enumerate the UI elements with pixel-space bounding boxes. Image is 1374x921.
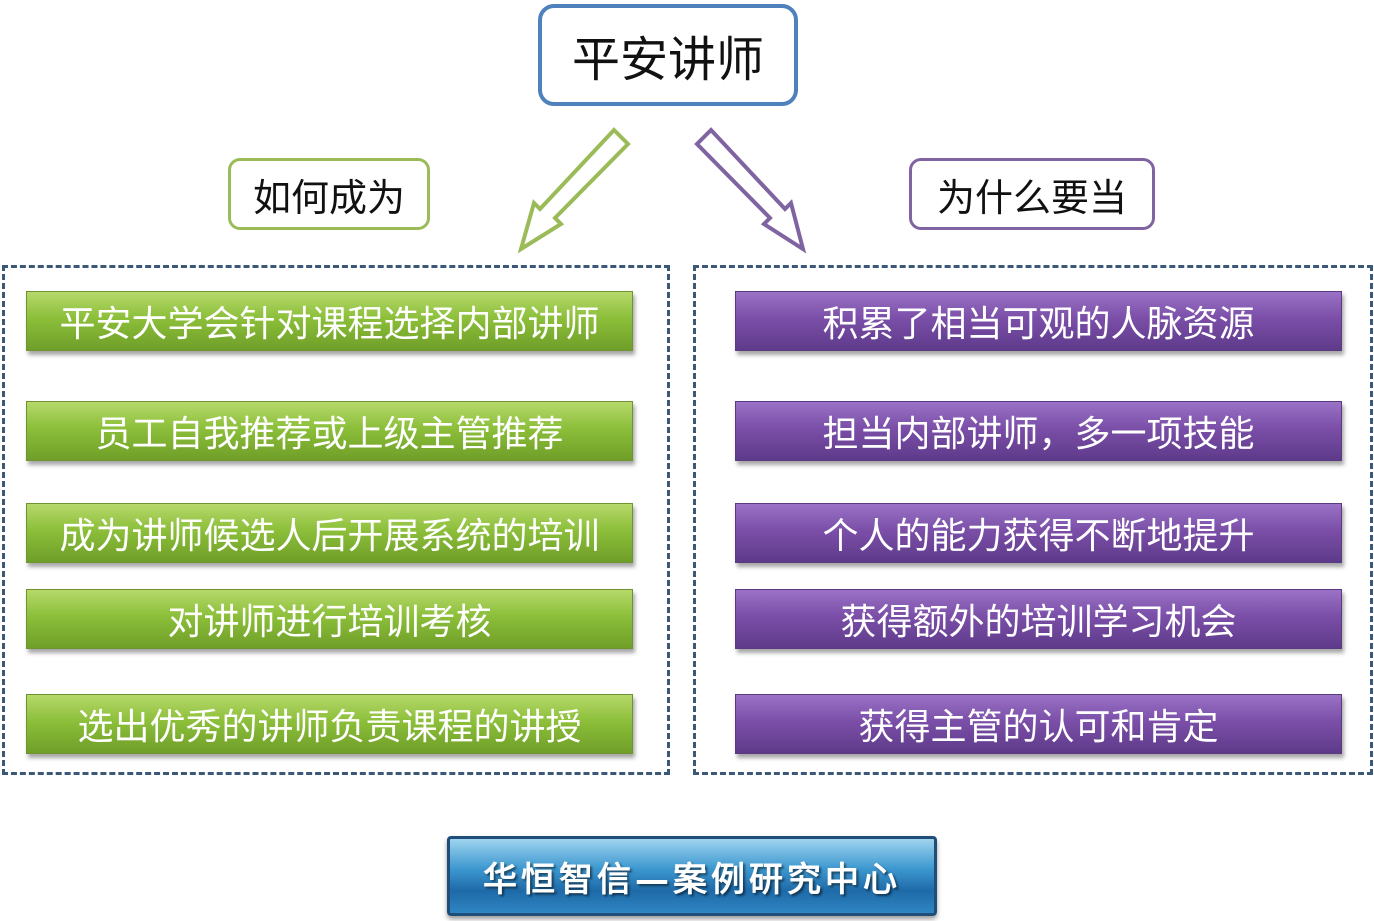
heading-why-become: 为什么要当 — [909, 158, 1155, 230]
left-item-3: 成为讲师候选人后开展系统的培训 — [26, 503, 633, 563]
left-item-2: 员工自我推荐或上级主管推荐 — [26, 401, 633, 461]
panel-why-become — [693, 265, 1373, 775]
left-item-1: 平安大学会针对课程选择内部讲师 — [26, 291, 633, 351]
left-arrow — [517, 127, 631, 254]
right-item-2: 担当内部讲师，多一项技能 — [735, 401, 1342, 461]
diagram-title: 平安讲师 — [538, 4, 798, 106]
left-item-5: 选出优秀的讲师负责课程的讲授 — [26, 694, 633, 754]
panel-how-to-become — [2, 265, 670, 775]
footer-banner: 华恒智信—案例研究中心 — [447, 836, 937, 916]
right-item-1: 积累了相当可观的人脉资源 — [735, 291, 1342, 351]
right-item-3: 个人的能力获得不断地提升 — [735, 503, 1342, 563]
heading-how-to-become: 如何成为 — [228, 158, 430, 230]
left-item-4: 对讲师进行培训考核 — [26, 589, 633, 649]
right-arrow — [694, 127, 807, 254]
right-item-4: 获得额外的培训学习机会 — [735, 589, 1342, 649]
right-item-5: 获得主管的认可和肯定 — [735, 694, 1342, 754]
